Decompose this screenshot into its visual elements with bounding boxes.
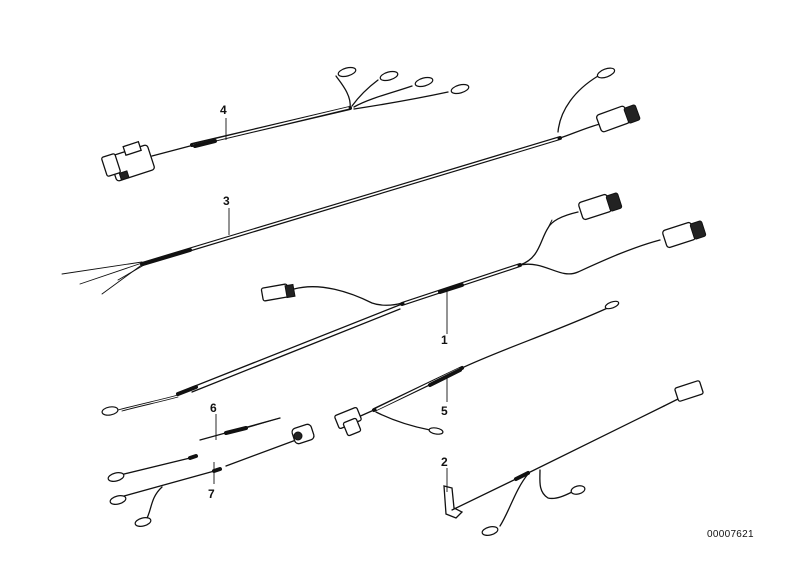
ring-terminal-icon xyxy=(450,83,470,95)
harness-2-bracket xyxy=(443,485,464,519)
spade-terminal-icon xyxy=(604,300,620,310)
harness-1-upper-plug xyxy=(578,192,623,221)
ring-terminal-icon xyxy=(481,526,499,536)
harness-3-plug-connector xyxy=(596,104,641,133)
wiring-harness-1 xyxy=(101,192,707,416)
callout-3: 3 xyxy=(223,194,230,208)
ring-terminal-icon xyxy=(107,472,125,482)
ring-terminal-icon xyxy=(414,76,434,88)
part-7-round-connector xyxy=(291,423,315,445)
callout-1: 1 xyxy=(441,333,448,347)
callout-6: 6 xyxy=(210,401,217,415)
wiring-harness-3 xyxy=(61,67,641,295)
harness-2-plug-connector xyxy=(674,380,704,402)
ring-terminal-icon xyxy=(109,495,127,505)
wiring-harness-4 xyxy=(101,66,470,182)
ring-terminal-icon xyxy=(134,517,152,527)
document-number: 00007621 xyxy=(707,529,754,540)
wiring-harness-5 xyxy=(334,300,620,437)
wire-part-7 xyxy=(109,423,315,527)
callout-5: 5 xyxy=(441,404,448,418)
ring-terminal-icon xyxy=(570,485,586,495)
ring-terminal-icon xyxy=(596,67,616,79)
harness-5-plug-connector xyxy=(334,406,362,437)
callout-7: 7 xyxy=(208,487,215,501)
harness-4-multi-connector xyxy=(101,140,155,182)
harness-1-small-connector xyxy=(260,283,296,302)
ring-terminal-icon xyxy=(337,66,357,78)
ring-terminal-icon xyxy=(101,406,119,416)
ring-terminal-icon xyxy=(379,70,399,82)
spade-terminal-icon xyxy=(428,427,444,435)
wiring-harness-2 xyxy=(443,380,704,536)
harness-1-lower-plug xyxy=(662,220,707,249)
leader-lines xyxy=(213,118,448,492)
wire-part-6 xyxy=(107,417,281,482)
callout-2: 2 xyxy=(441,455,448,469)
callout-4: 4 xyxy=(220,103,227,117)
